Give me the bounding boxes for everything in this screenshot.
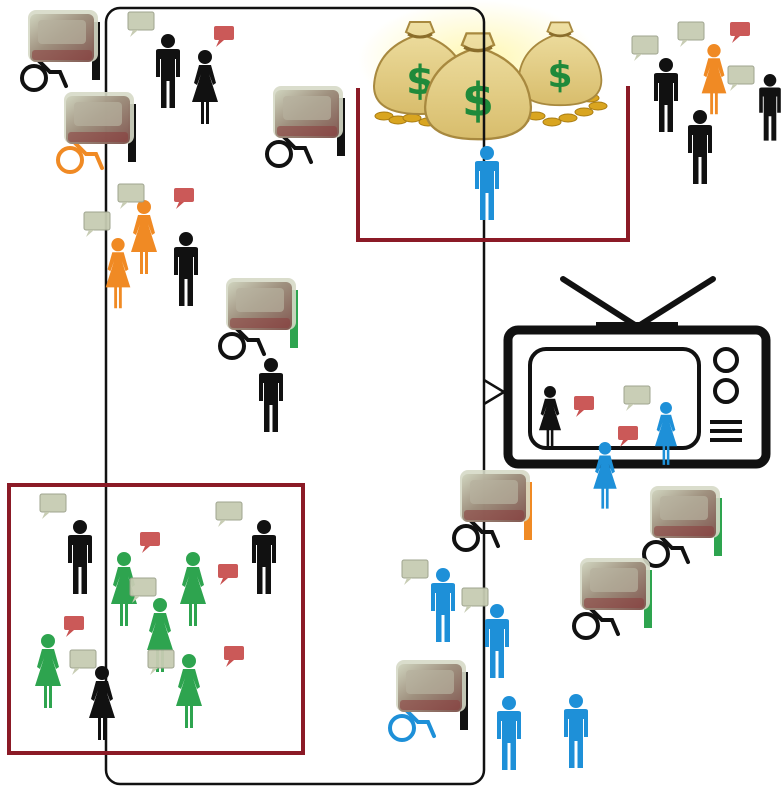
woman-icon (180, 552, 206, 626)
wheelchair-user-group (642, 486, 722, 568)
speech-bubble-icon (129, 577, 157, 603)
wheelchair-icon (56, 140, 104, 174)
blurred-photo-icon (273, 86, 343, 138)
coin-icon (588, 101, 608, 111)
speech-bubble-icon (214, 26, 234, 47)
wheelchair-user-group (388, 660, 468, 742)
woman-icon (593, 442, 617, 509)
blurred-photo-icon (580, 558, 650, 610)
speech-bubble-icon (117, 183, 145, 209)
woman-icon (35, 634, 61, 708)
woman-icon (538, 386, 562, 449)
speech-bubble-icon (727, 65, 755, 91)
wheelchair-icon (388, 708, 436, 742)
blurred-photo-icon (64, 92, 134, 144)
wheelchair-user-group (218, 278, 298, 360)
speech-bubble-icon (224, 646, 244, 667)
wheelchair-user-group (452, 470, 532, 552)
speech-bubble-icon (218, 564, 238, 585)
tv-knob-top (713, 347, 739, 373)
coin-icon (374, 111, 394, 121)
woman-icon (654, 402, 678, 465)
speech-bubble-icon (147, 649, 175, 675)
person-icon (654, 58, 678, 132)
speech-bubble-icon (174, 188, 194, 209)
wheelchair-user-group (56, 92, 136, 174)
blurred-photo-icon (650, 486, 720, 538)
blurred-photo-icon (396, 660, 466, 712)
money-bag-icon: $ (517, 21, 603, 107)
person-icon (688, 110, 712, 184)
wheelchair-icon (572, 606, 620, 640)
woman-icon (131, 200, 157, 274)
woman-icon (147, 598, 173, 672)
people-layer (35, 34, 781, 770)
speech-bubble-icon (618, 426, 638, 447)
person-icon (68, 520, 92, 594)
person-icon (485, 604, 509, 678)
person-icon (252, 520, 276, 594)
tv-pointer (483, 378, 507, 406)
wheelchair-icon (452, 518, 500, 552)
speech-bubble-icon (574, 396, 594, 417)
speech-bubble-icon (677, 21, 705, 47)
person-icon (156, 34, 180, 108)
speech-bubble-icon (83, 211, 111, 237)
coin-icon (574, 107, 594, 117)
tv-knob-bottom (713, 378, 739, 404)
money-enclosure (356, 86, 630, 242)
woman-icon (105, 238, 131, 309)
speech-bubble-icon (39, 493, 67, 519)
speech-bubble-icon (730, 22, 750, 43)
coin-icon (402, 113, 422, 123)
tv-screen (528, 347, 701, 450)
person-icon (259, 358, 283, 432)
person-icon (759, 74, 781, 141)
blurred-photo-icon (226, 278, 296, 330)
coin-icon (558, 113, 578, 123)
speech-bubble-icon (401, 559, 429, 585)
coin-icon (542, 117, 562, 127)
speech-bubble-icon (631, 35, 659, 61)
speech-bubble-icon (140, 532, 160, 553)
money-bag-icon: $ (423, 32, 533, 141)
woman-icon (89, 666, 115, 740)
central-rounded-frame (104, 6, 486, 786)
woman-icon (192, 50, 218, 124)
speech-bubble-icon (461, 587, 489, 613)
woman-icon (701, 44, 727, 115)
wheelchair-icon (20, 58, 68, 92)
tv-antenna-left (560, 276, 638, 328)
speech-bubbles-layer (39, 11, 755, 675)
wheelchair-icon (218, 326, 266, 360)
woman-icon (176, 654, 202, 728)
wheelchair-icon (642, 534, 690, 568)
wheelchair-user-group (265, 86, 345, 168)
photo-avatars-layer (20, 10, 722, 742)
person-icon (475, 146, 499, 220)
community-enclosure (7, 483, 305, 755)
blurred-photo-icon (28, 10, 98, 62)
person-icon (174, 232, 198, 306)
person-icon (431, 568, 455, 642)
speech-bubble-icon (215, 501, 243, 527)
money-bags: $$$ (372, 21, 603, 141)
person-icon (564, 694, 588, 768)
speech-bubble-icon (623, 385, 651, 411)
blurred-photo-icon (460, 470, 530, 522)
wheelchair-icon (265, 134, 313, 168)
person-icon (497, 696, 521, 770)
speech-bubble-icon (64, 616, 84, 637)
tv-antenna-right (637, 276, 716, 328)
wheelchair-user-group (572, 558, 652, 640)
speech-bubble-icon (69, 649, 97, 675)
wheelchair-user-group (20, 10, 100, 92)
dollar-sign: $ (462, 73, 494, 127)
speech-bubble-icon (127, 11, 155, 37)
money-area: $$$ (358, 0, 608, 141)
dollar-sign: $ (547, 55, 572, 96)
